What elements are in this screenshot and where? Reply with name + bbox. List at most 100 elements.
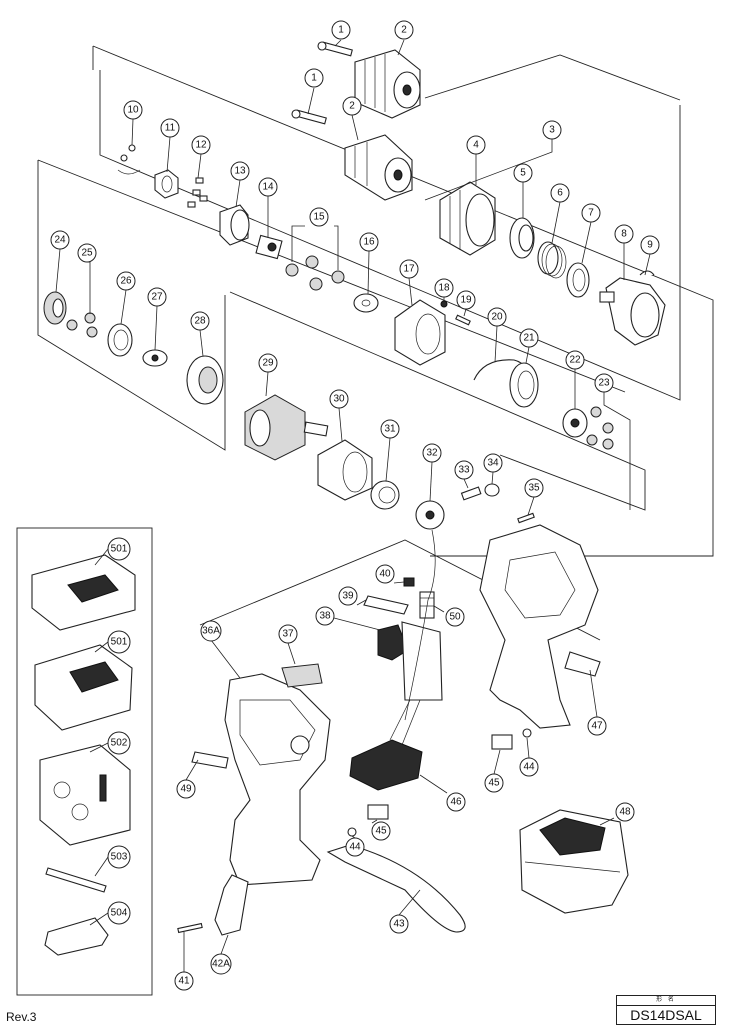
callout-38: 38 [315, 606, 335, 626]
svg-text:5: 5 [520, 168, 526, 179]
callout-4: 4 [466, 135, 486, 155]
callout-16: 16 [359, 232, 379, 252]
part-planet-gears-15 [285, 255, 345, 291]
svg-text:21: 21 [523, 333, 535, 344]
part-screw-41 [177, 922, 203, 934]
callout-1b: 1 [304, 68, 324, 88]
part-gear-24 [43, 291, 67, 325]
part-block-45-lower [367, 804, 389, 820]
part-keyless-chuck-lower [344, 134, 413, 201]
part-5-ring [509, 217, 535, 259]
svg-text:18: 18 [438, 283, 450, 294]
callout-502: 502 [107, 731, 131, 755]
part-bit-503 [45, 867, 107, 893]
svg-text:37: 37 [282, 629, 294, 640]
callout-42A: 42A [210, 953, 232, 975]
callout-28: 28 [190, 311, 210, 331]
svg-text:23: 23 [598, 378, 610, 389]
callout-12: 12 [191, 135, 211, 155]
svg-text:39: 39 [342, 591, 354, 602]
part-armature [244, 394, 329, 461]
leader-lines [55, 39, 651, 972]
part-spindle-14 [255, 234, 283, 260]
callout-7: 7 [581, 203, 601, 223]
callout-23: 23 [594, 373, 614, 393]
callout-501b: 501 [107, 630, 131, 654]
callout-26: 26 [116, 271, 136, 291]
callout-40: 40 [375, 564, 395, 584]
part-hook-42A [214, 874, 249, 936]
callout-30: 30 [329, 389, 349, 409]
callout-504: 504 [107, 901, 131, 925]
frame-stage2 [37, 160, 226, 451]
callout-10: 10 [123, 100, 143, 120]
part-ring-gear-17 [394, 299, 446, 366]
part-carrier-22 [562, 408, 588, 438]
callout-44b: 44 [345, 837, 365, 857]
parts [31, 41, 666, 956]
callout-11: 11 [160, 118, 180, 138]
svg-text:17: 17 [403, 264, 415, 275]
part-ring-gear-21 [509, 362, 539, 408]
part-planet-gears-23 [586, 406, 614, 450]
part-label-49 [191, 751, 229, 769]
svg-text:33: 33 [458, 465, 470, 476]
svg-text:44: 44 [349, 842, 361, 853]
svg-text:43: 43 [393, 919, 405, 930]
callout-45a: 45 [484, 773, 504, 793]
part-planet-gears-25 [66, 312, 98, 338]
callout-50: 50 [445, 607, 465, 627]
callout-8: 8 [614, 224, 634, 244]
part-charger-501b [34, 644, 133, 731]
callout-501a: 501 [107, 537, 131, 561]
part-lever-39 [363, 595, 409, 615]
callout-21: 21 [519, 328, 539, 348]
callout-9: 9 [640, 235, 660, 255]
svg-text:14: 14 [262, 182, 274, 193]
part-label-47 [564, 651, 601, 677]
svg-text:501: 501 [111, 544, 128, 555]
part-screw-upper [317, 41, 353, 57]
svg-text:25: 25 [81, 248, 93, 259]
part-40 [403, 577, 415, 587]
callout-34: 34 [483, 453, 503, 473]
part-block-45-upper [491, 734, 513, 750]
svg-text:6: 6 [557, 188, 563, 199]
part-clutch-ring [439, 181, 496, 256]
callout-3: 3 [542, 120, 562, 140]
svg-text:26: 26 [120, 276, 132, 287]
part-pins-12 [187, 177, 208, 208]
part-bearing-13 [219, 204, 250, 246]
part-keyless-chuck-upper [354, 49, 421, 119]
callouts: 1 2 1 2 3 4 5 6 7 8 9 10 11 12 13 14 15 … [50, 20, 660, 991]
svg-text:503: 503 [111, 852, 128, 863]
svg-text:38: 38 [319, 611, 331, 622]
part-switch-38 [377, 621, 443, 751]
callout-1a: 1 [331, 20, 351, 40]
callout-20: 20 [487, 307, 507, 327]
part-cap-34 [484, 483, 500, 497]
svg-text:9: 9 [647, 240, 653, 251]
part-bracket-31 [370, 480, 400, 510]
svg-text:41: 41 [178, 976, 190, 987]
svg-text:3: 3 [549, 125, 555, 136]
part-pin-9 [639, 270, 655, 276]
frame-motor [229, 291, 646, 511]
svg-text:31: 31 [384, 424, 396, 435]
frame-chuck [424, 54, 681, 101]
svg-text:2: 2 [401, 25, 407, 36]
revision-label: Rev.3 [6, 1010, 37, 1024]
part-nut-44-lower [347, 827, 357, 837]
part-gear-case [599, 277, 666, 346]
svg-text:24: 24 [54, 235, 66, 246]
svg-text:501: 501 [111, 637, 128, 648]
part-brush-33 [460, 486, 482, 501]
svg-text:7: 7 [588, 208, 594, 219]
svg-text:13: 13 [234, 166, 246, 177]
part-charger-501a [31, 554, 136, 631]
svg-text:4: 4 [473, 140, 479, 151]
svg-text:19: 19 [460, 295, 472, 306]
part-steel-balls [117, 144, 141, 175]
callout-15: 15 [309, 207, 329, 227]
